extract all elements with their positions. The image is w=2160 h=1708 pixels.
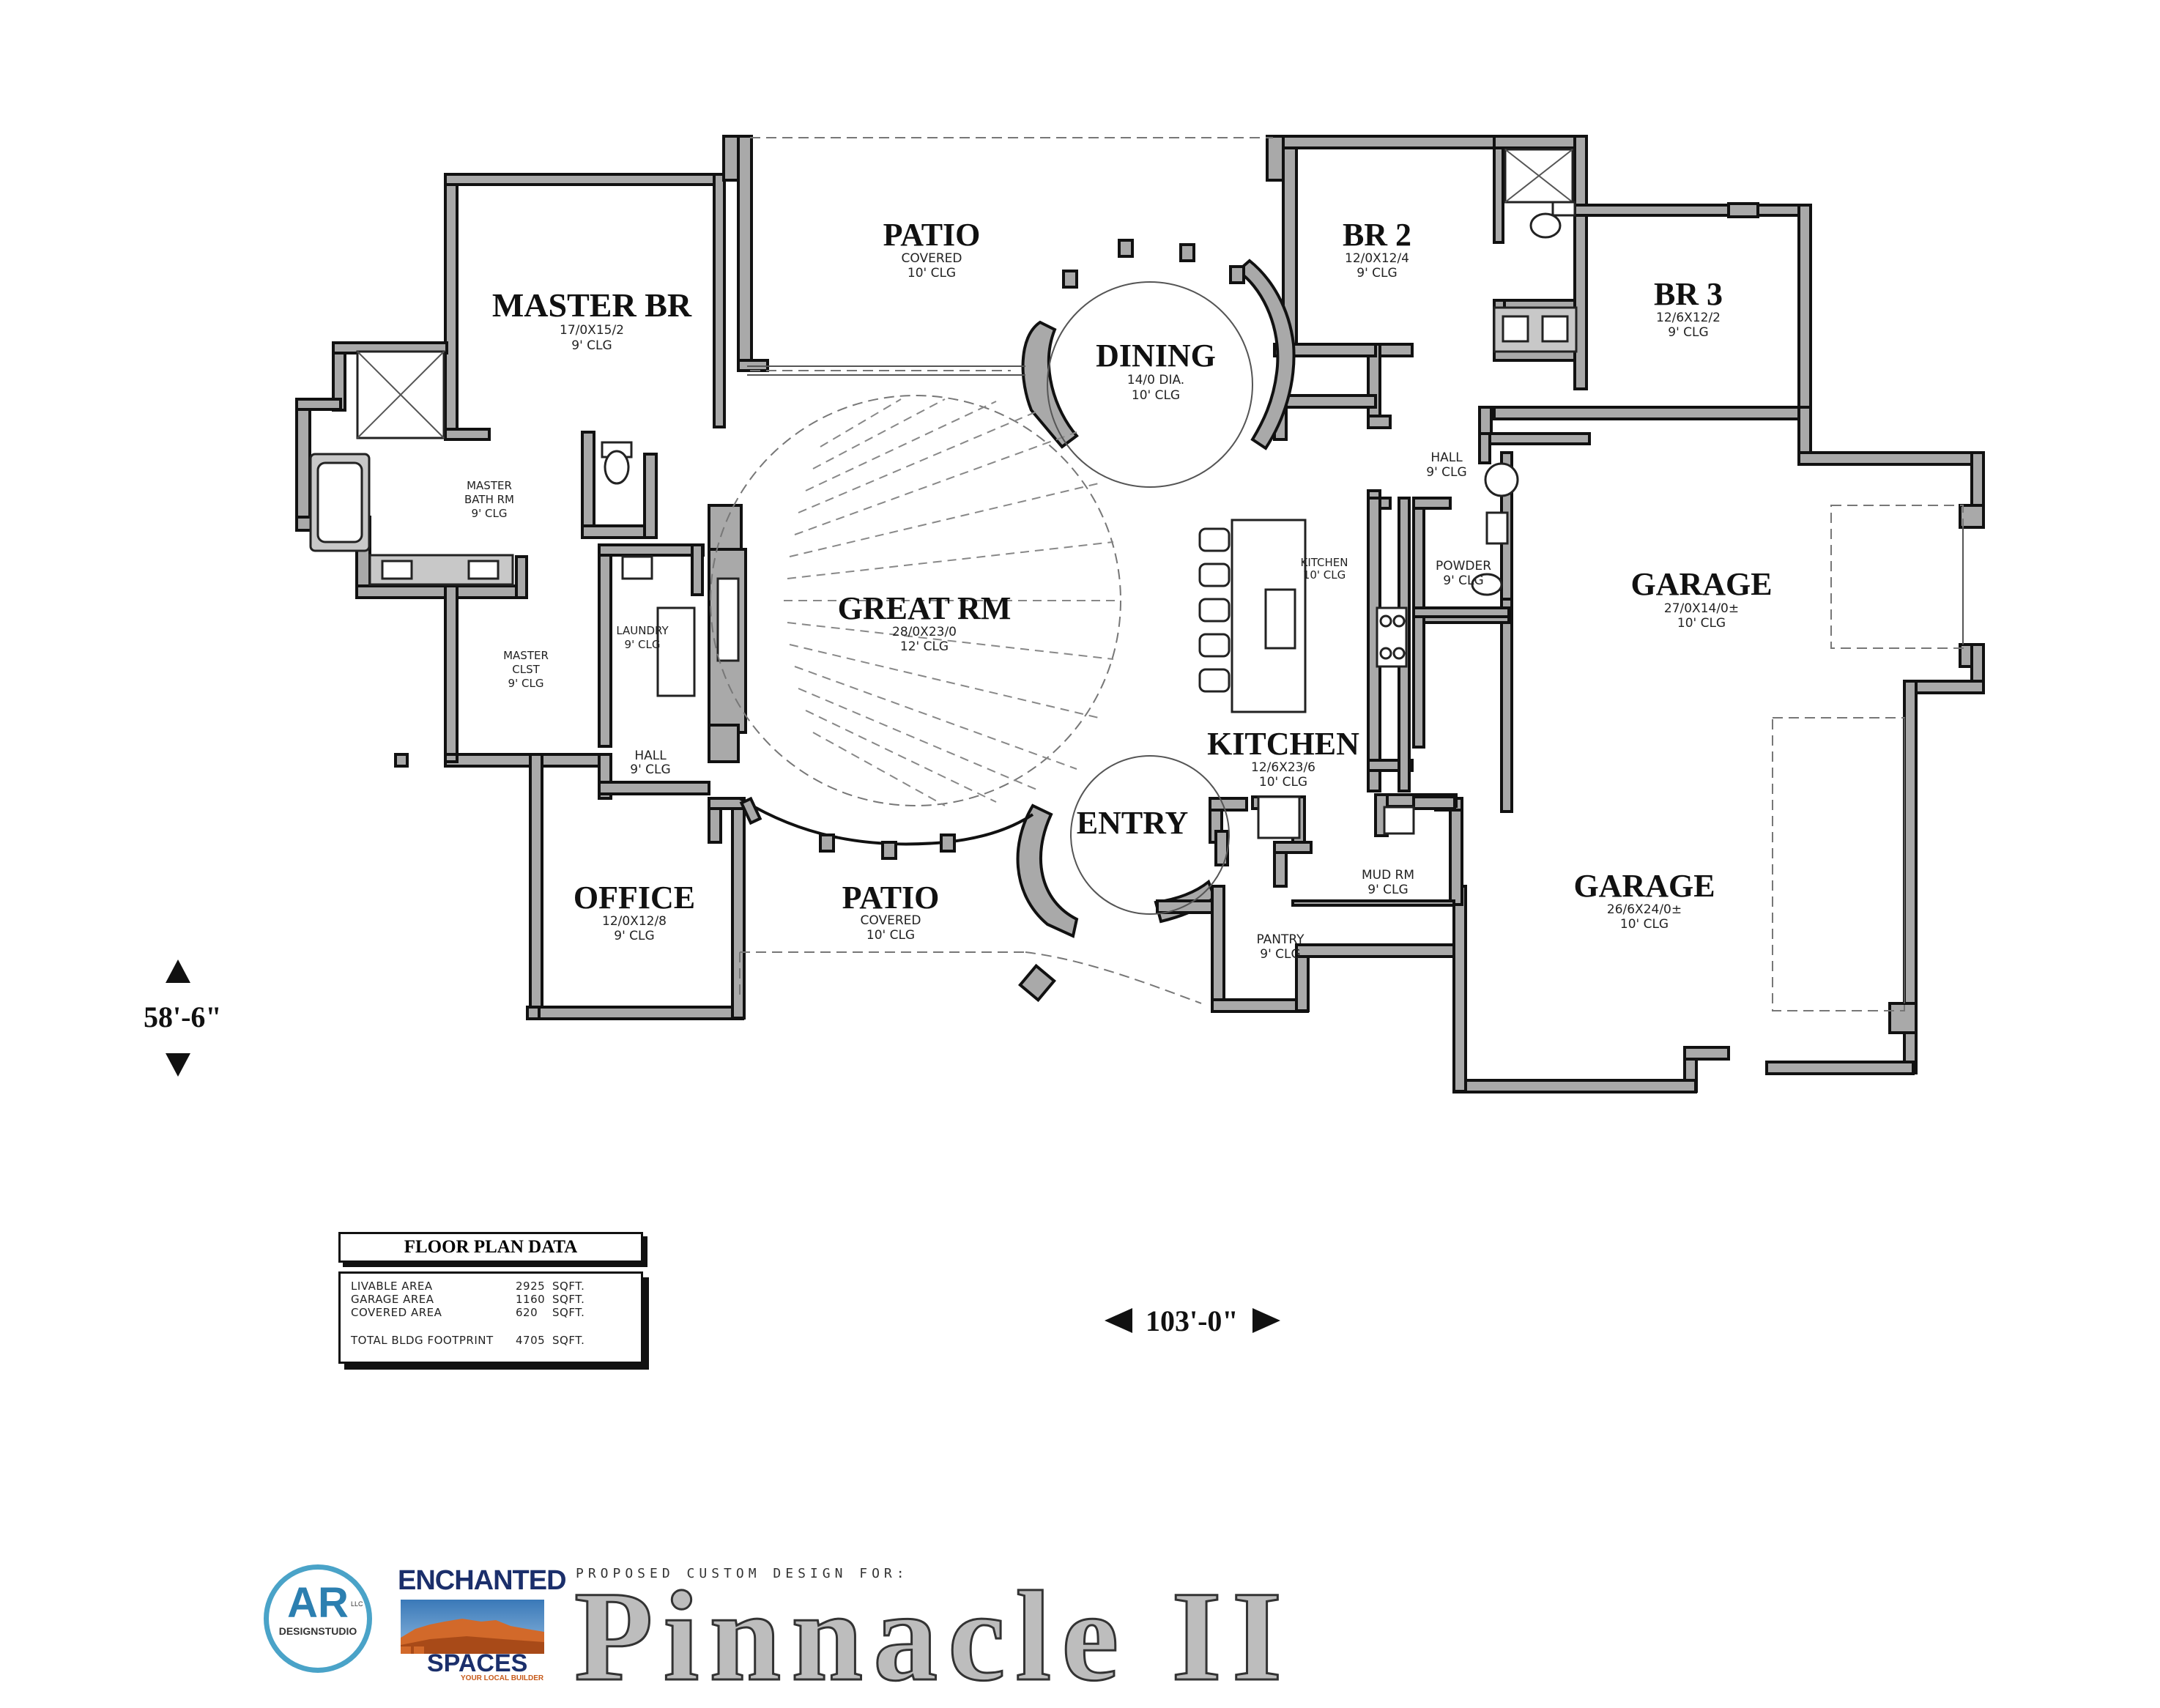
svg-text:58'-6": 58'-6" [144,1000,222,1033]
room-name-kitchen: KITCHEN [1207,726,1359,762]
svg-text:12/6X23/6: 12/6X23/6 [1251,760,1315,775]
svg-text:9' CLG: 9' CLG [1367,883,1408,897]
room-name-br2: BR 2 [1343,217,1411,253]
project-title: Pinnacle II [573,1565,1293,1708]
room-name-entry: ENTRY [1077,805,1188,841]
svg-text:MASTER: MASTER [503,649,549,662]
svg-text:9' CLG: 9' CLG [614,929,654,943]
svg-text:10' CLG: 10' CLG [908,266,956,281]
svg-text:HALL: HALL [1430,450,1463,465]
room-name-great-rm: GREAT RM [838,590,1012,626]
svg-text:12/6X12/2: 12/6X12/2 [1656,311,1721,325]
ar-design-studio-logo: AR LLC DESIGNSTUDIO [264,1564,372,1673]
walls [295,135,1985,1094]
room-labels: PATIO COVERED 10' CLG MASTER BR 17/0X15/… [464,217,1773,962]
svg-text:10' CLG: 10' CLG [1620,917,1669,932]
svg-text:PANTRY: PANTRY [1256,932,1304,947]
svg-text:17/0X15/2: 17/0X15/2 [560,323,624,338]
svg-text:POWDER: POWDER [1436,559,1491,573]
floor-plan-data-title: FLOOR PLAN DATA [338,1232,643,1263]
svg-text:12' CLG: 12' CLG [900,639,949,654]
svg-text:9' CLG: 9' CLG [625,638,661,651]
svg-text:MASTER: MASTER [467,479,512,492]
svg-text:27/0X14/0±: 27/0X14/0± [1664,601,1739,616]
svg-text:KITCHEN: KITCHEN [1301,556,1348,569]
svg-text:COVERED: COVERED [902,251,962,266]
svg-text:9' CLG: 9' CLG [508,677,544,690]
svg-text:9' CLG: 9' CLG [1668,325,1708,340]
svg-text:12/0X12/8: 12/0X12/8 [602,914,667,929]
mountain-sunset-icon [401,1600,544,1654]
proposed-design-caption: PROPOSED CUSTOM DESIGN FOR: [576,1566,909,1581]
svg-text:26/6X24/0±: 26/6X24/0± [1607,902,1682,917]
svg-text:CLST: CLST [512,663,540,676]
svg-text:MUD RM: MUD RM [1362,868,1414,883]
fixtures [309,201,1578,839]
svg-text:9' CLG: 9' CLG [472,507,508,520]
enchanted-spaces-logo: ENCHANTED SPACES YOUR LOCAL BUILDER [398,1565,567,1682]
room-name-garage-1: GARAGE [1630,566,1772,602]
room-name-garage-2: GARAGE [1573,868,1715,904]
room-name-office: OFFICE [574,880,695,916]
plan-lines [356,137,1964,1011]
svg-text:9' CLG: 9' CLG [571,338,612,353]
svg-text:9' CLG: 9' CLG [1443,573,1483,588]
svg-text:9' CLG: 9' CLG [630,762,670,777]
svg-text:LAUNDRY: LAUNDRY [616,624,669,637]
svg-text:HALL: HALL [634,749,667,763]
svg-text:9' CLG: 9' CLG [1260,947,1300,962]
svg-text:12/0X12/4: 12/0X12/4 [1345,251,1409,266]
svg-text:9' CLG: 9' CLG [1357,266,1397,281]
room-name-patio-bottom: PATIO [842,880,940,916]
svg-text:COVERED: COVERED [861,913,921,928]
dimension-depth: 58'-6" [144,959,222,1077]
svg-text:BATH RM: BATH RM [464,493,514,506]
dimension-width: 103'-0" [1105,1304,1280,1337]
svg-text:28/0X23/0: 28/0X23/0 [892,625,957,639]
svg-text:9' CLG: 9' CLG [1426,465,1466,480]
svg-text:10' CLG: 10' CLG [1303,568,1346,582]
svg-text:10' CLG: 10' CLG [1259,775,1307,790]
svg-text:10' CLG: 10' CLG [1132,388,1180,403]
svg-text:14/0 DIA.: 14/0 DIA. [1127,373,1184,387]
room-name-br3: BR 3 [1654,276,1723,312]
room-name-dining: DINING [1096,338,1216,374]
svg-text:10' CLG: 10' CLG [866,928,915,943]
room-name-master-br: MASTER BR [492,286,692,324]
room-name-patio-top: PATIO [883,217,981,253]
svg-text:10' CLG: 10' CLG [1677,616,1726,631]
svg-text:103'-0": 103'-0" [1146,1304,1239,1337]
